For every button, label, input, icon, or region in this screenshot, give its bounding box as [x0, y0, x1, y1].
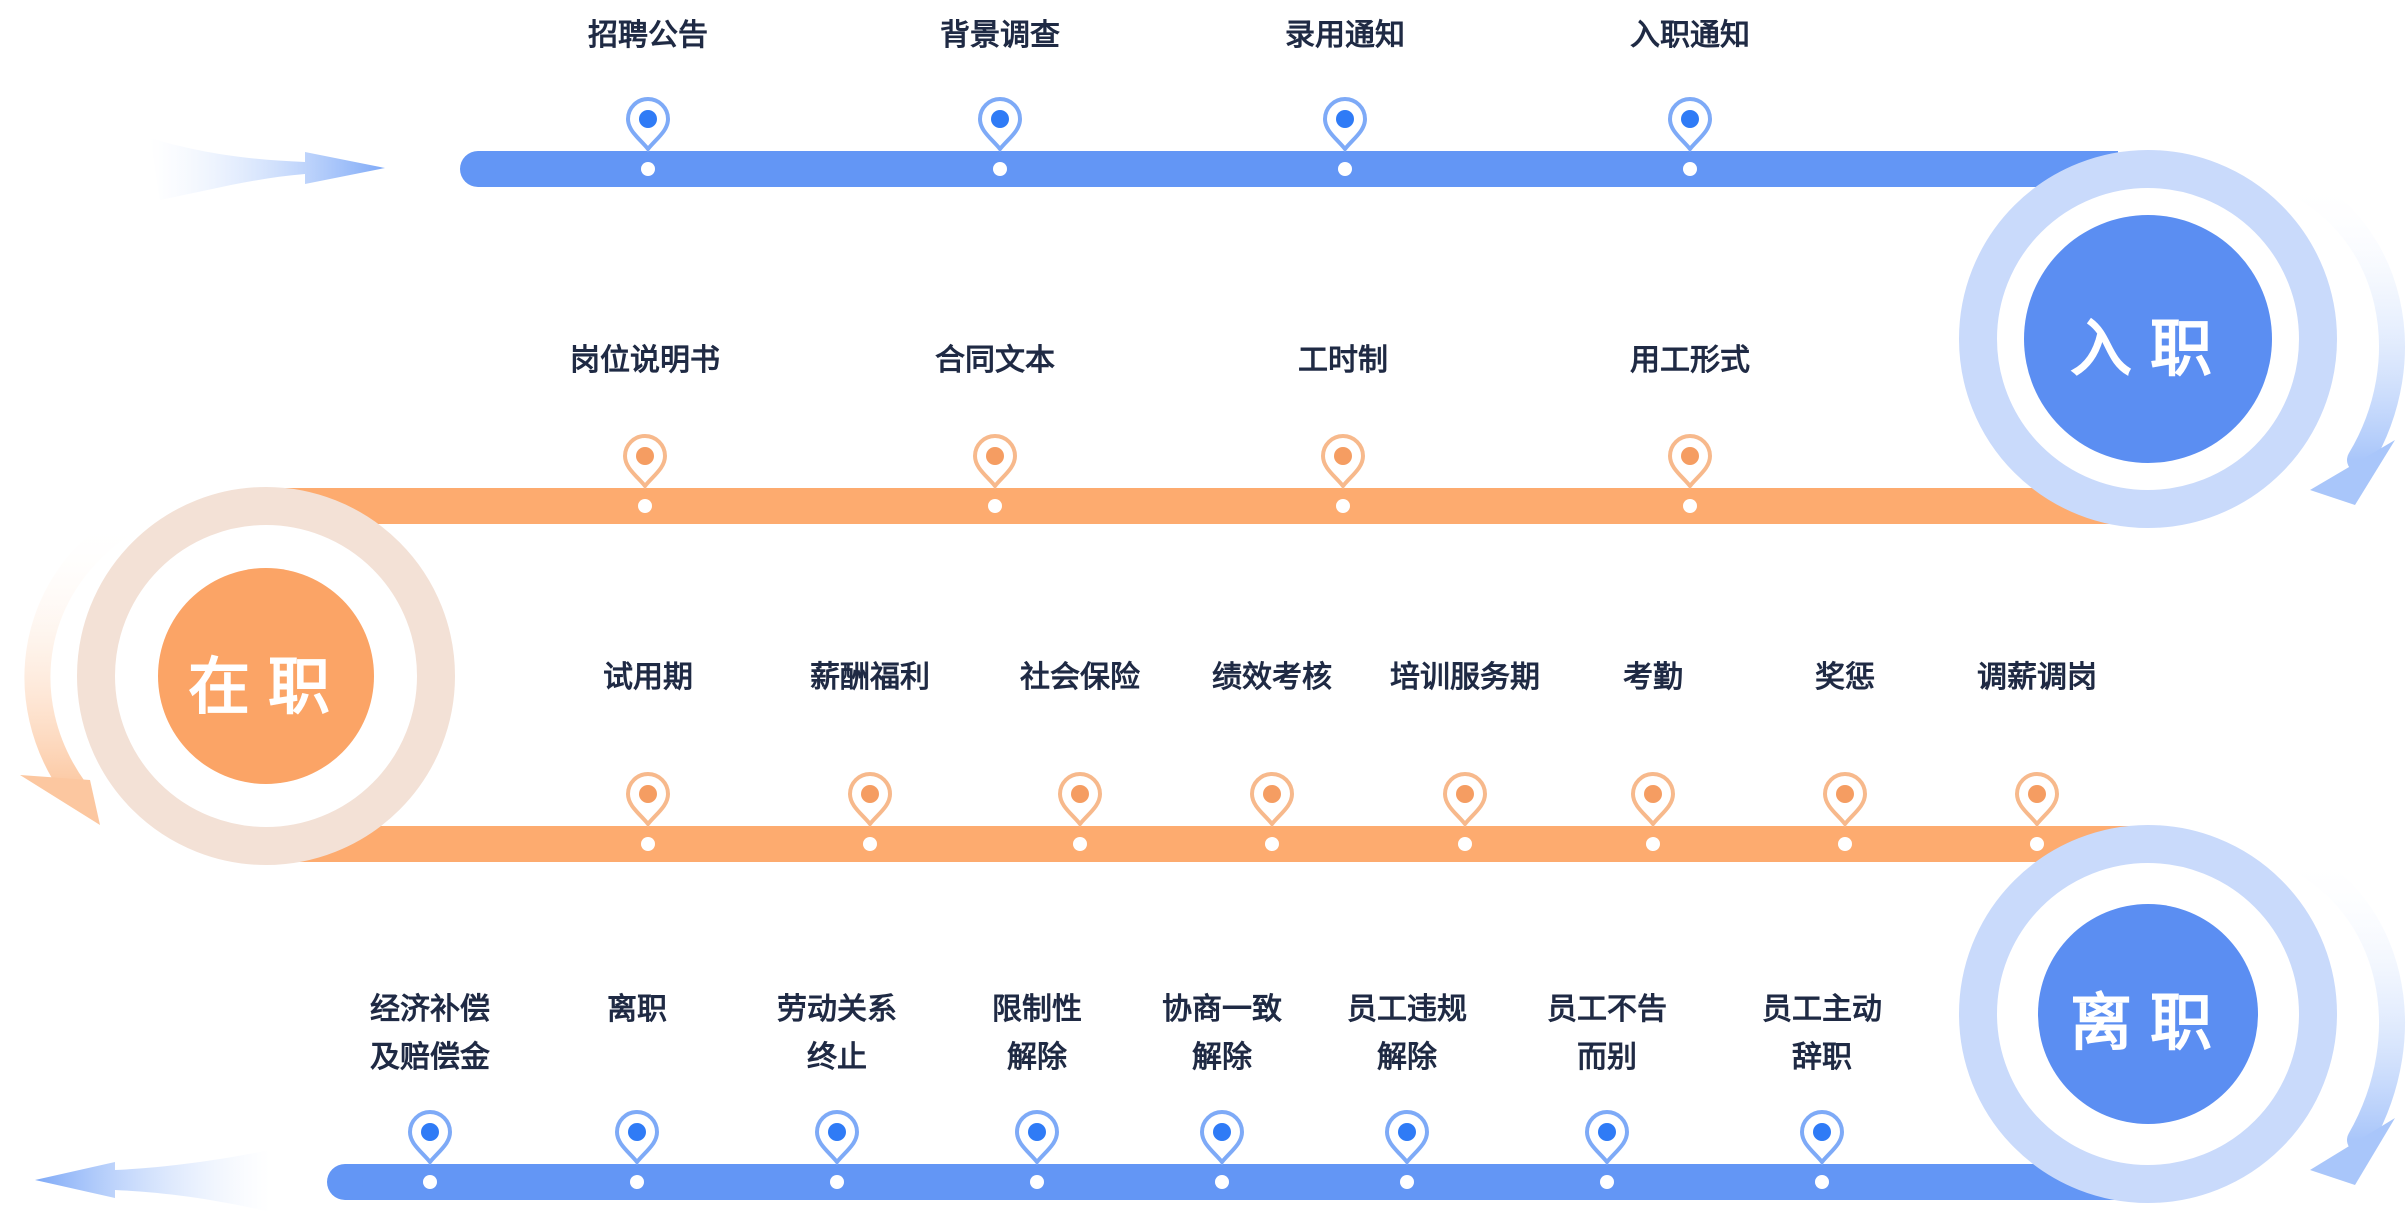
milestone-pin — [1199, 1110, 1245, 1189]
milestone-label: 用工形式 — [1580, 337, 1800, 385]
milestone-label-line: 工时制 — [1298, 343, 1388, 378]
milestone-label: 考勤 — [1543, 654, 1763, 702]
milestone-label-line: 奖惩 — [1815, 660, 1875, 695]
milestone-pin — [1442, 772, 1488, 851]
milestone-label-line: 限制性 — [992, 992, 1082, 1027]
milestone-pin — [1322, 97, 1368, 176]
milestone-pin — [1822, 772, 1868, 851]
milestone-pin — [814, 1110, 860, 1189]
milestone-label-line: 试用期 — [603, 660, 693, 695]
stage-label-onjob: 在职 — [187, 650, 348, 723]
milestone-label-line: 合同文本 — [935, 343, 1055, 378]
milestone-pin — [977, 97, 1023, 176]
milestone-label-line: 劳动关系 — [777, 992, 897, 1027]
track-row3 — [260, 826, 2140, 862]
milestone-label-line: 员工不告 — [1547, 992, 1667, 1027]
milestone-pin — [1014, 1110, 1060, 1189]
milestone-label-line: 离职 — [607, 992, 667, 1027]
milestone-label-line: 培训服务期 — [1390, 660, 1540, 695]
milestone-label: 员工违规解除 — [1297, 986, 1517, 1082]
milestone-label: 岗位说明书 — [535, 337, 755, 385]
milestone-pin — [1667, 434, 1713, 513]
milestone-pin — [847, 772, 893, 851]
milestone-pin — [1249, 772, 1295, 851]
milestone-pin — [625, 772, 671, 851]
milestone-pin — [2014, 772, 2060, 851]
milestone-label-line: 而别 — [1577, 1040, 1637, 1075]
milestone-label-line: 社会保险 — [1020, 660, 1140, 695]
milestone-label-line: 用工形式 — [1630, 343, 1750, 378]
milestone-label-line: 岗位说明书 — [570, 343, 720, 378]
milestone-label-line: 背景调查 — [940, 18, 1060, 53]
milestone-label: 限制性解除 — [927, 986, 1147, 1082]
milestone-label-line: 绩效考核 — [1212, 660, 1332, 695]
stage-circle-onboard — [1959, 150, 2337, 528]
curve-arrow-onjob — [20, 507, 143, 825]
milestone-label: 绩效考核 — [1162, 654, 1382, 702]
milestone-pin — [1584, 1110, 1630, 1189]
milestone-pin — [1320, 434, 1366, 513]
milestone-pin — [1667, 97, 1713, 176]
milestone-label: 协商一致解除 — [1112, 986, 1332, 1082]
entry-arrow — [150, 138, 385, 200]
milestone-label-line: 员工主动 — [1762, 992, 1882, 1027]
milestone-label-line: 协商一致 — [1162, 992, 1282, 1027]
milestone-label: 社会保险 — [970, 654, 1190, 702]
milestone-label: 背景调查 — [890, 12, 1110, 60]
milestone-label-line: 薪酬福利 — [810, 660, 930, 695]
track-row1 — [460, 151, 2118, 187]
curve-arrow-leave — [2277, 842, 2405, 1185]
milestone-label: 入职通知 — [1580, 12, 1800, 60]
milestone-label-line: 员工违规 — [1347, 992, 1467, 1027]
milestone-label: 合同文本 — [885, 337, 1105, 385]
stage-label-onboard: 入职 — [2069, 312, 2230, 385]
milestone-label-line: 终止 — [807, 1040, 867, 1075]
milestone-label-line: 招聘公告 — [588, 18, 708, 53]
milestone-label: 离职 — [527, 986, 747, 1034]
milestone-label: 试用期 — [538, 654, 758, 702]
milestone-label: 员工主动辞职 — [1712, 986, 1932, 1082]
milestone-label: 招聘公告 — [538, 12, 758, 60]
milestone-label-line: 考勤 — [1623, 660, 1683, 695]
track-row2 — [260, 488, 2130, 524]
milestone-label-line: 解除 — [1377, 1040, 1437, 1075]
milestone-label-line: 解除 — [1007, 1040, 1067, 1075]
stage-circle-leave — [1959, 825, 2337, 1203]
milestone-label-line: 经济补偿 — [370, 992, 490, 1027]
milestone-label-line: 及赔偿金 — [370, 1040, 490, 1075]
milestone-pin — [1630, 772, 1676, 851]
milestone-pin — [625, 97, 671, 176]
milestone-label: 调薪调岗 — [1927, 654, 2147, 702]
milestone-pin — [622, 434, 668, 513]
milestone-label-line: 辞职 — [1792, 1040, 1852, 1075]
milestone-label-line: 入职通知 — [1630, 18, 1750, 53]
stage-label-leave: 离职 — [2069, 986, 2230, 1059]
milestone-label: 录用通知 — [1235, 12, 1455, 60]
milestone-pin — [614, 1110, 660, 1189]
track-row4 — [327, 1164, 2118, 1200]
milestone-label: 工时制 — [1233, 337, 1453, 385]
milestone-label: 劳动关系终止 — [727, 986, 947, 1082]
milestone-pin — [407, 1110, 453, 1189]
milestone-label-line: 调薪调岗 — [1977, 660, 2097, 695]
milestone-pin — [1384, 1110, 1430, 1189]
milestone-label: 员工不告而别 — [1497, 986, 1717, 1082]
milestone-label: 奖惩 — [1735, 654, 1955, 702]
curve-arrow-onboard — [2277, 167, 2405, 505]
milestone-pin — [972, 434, 1018, 513]
milestone-label: 经济补偿及赔偿金 — [320, 986, 540, 1082]
milestone-label: 培训服务期 — [1355, 654, 1575, 702]
stage-circle-onjob — [77, 487, 455, 865]
milestone-pin — [1799, 1110, 1845, 1189]
exit-arrow — [35, 1150, 270, 1212]
milestone-label-line: 录用通知 — [1285, 18, 1405, 53]
milestone-label: 薪酬福利 — [760, 654, 980, 702]
milestone-pin — [1057, 772, 1103, 851]
milestone-label-line: 解除 — [1192, 1040, 1252, 1075]
